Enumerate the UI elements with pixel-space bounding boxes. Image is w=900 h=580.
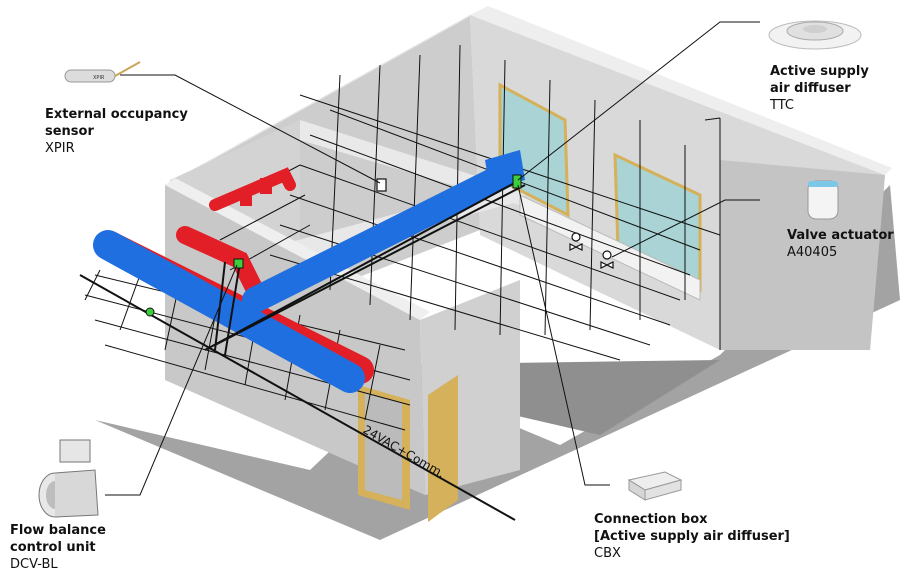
wall-back-right-top bbox=[470, 6, 892, 175]
callout-title: External occupancy sensor bbox=[45, 107, 188, 139]
callout-title: Flow balance control unit bbox=[10, 523, 106, 555]
callout-model: TTC bbox=[770, 98, 794, 113]
supply-duct bbox=[93, 150, 525, 393]
cable-bundle bbox=[79, 179, 526, 521]
callout-occupancy-sensor: External occupancy sensor XPIR bbox=[45, 106, 188, 157]
callout-model: A40405 bbox=[787, 245, 838, 260]
damper-unit-icon bbox=[38, 439, 99, 518]
valve-actuator-icon bbox=[807, 180, 839, 220]
connection-box-icon bbox=[627, 471, 683, 501]
callout-title: Connection box [Active supply air diffus… bbox=[594, 512, 790, 544]
callout-valve-actuator: Valve actuator A40405 bbox=[787, 227, 894, 261]
callout-connection-box: Connection box [Active supply air diffus… bbox=[594, 511, 790, 562]
leader-lines bbox=[105, 21, 760, 496]
callout-model: CBX bbox=[594, 546, 621, 561]
sensor-symbol bbox=[376, 178, 387, 192]
occupancy-sensor-icon: XPIR bbox=[64, 61, 141, 83]
callout-model: DCV-BL bbox=[10, 557, 58, 572]
svg-text:XPIR: XPIR bbox=[93, 75, 105, 81]
flow-unit-marker bbox=[233, 258, 244, 269]
wall-front-left-cap bbox=[165, 178, 430, 320]
wall-right-side bbox=[720, 160, 885, 350]
wall-top-edge bbox=[165, 8, 485, 185]
ceiling-diffuser-icon bbox=[768, 20, 862, 50]
connection-box-marker bbox=[512, 174, 522, 189]
sensor-marker bbox=[145, 307, 155, 317]
callout-title: Valve actuator bbox=[787, 228, 894, 243]
callout-flow-unit: Flow balance control unit DCV-BL bbox=[10, 522, 106, 573]
valve-symbol bbox=[600, 250, 614, 269]
valve-symbol bbox=[569, 232, 583, 251]
callout-model: XPIR bbox=[45, 141, 75, 156]
callout-title: Active supply air diffuser bbox=[770, 64, 869, 96]
callout-supply-diffuser: Active supply air diffuser TTC bbox=[770, 63, 869, 114]
door-right bbox=[428, 375, 458, 522]
